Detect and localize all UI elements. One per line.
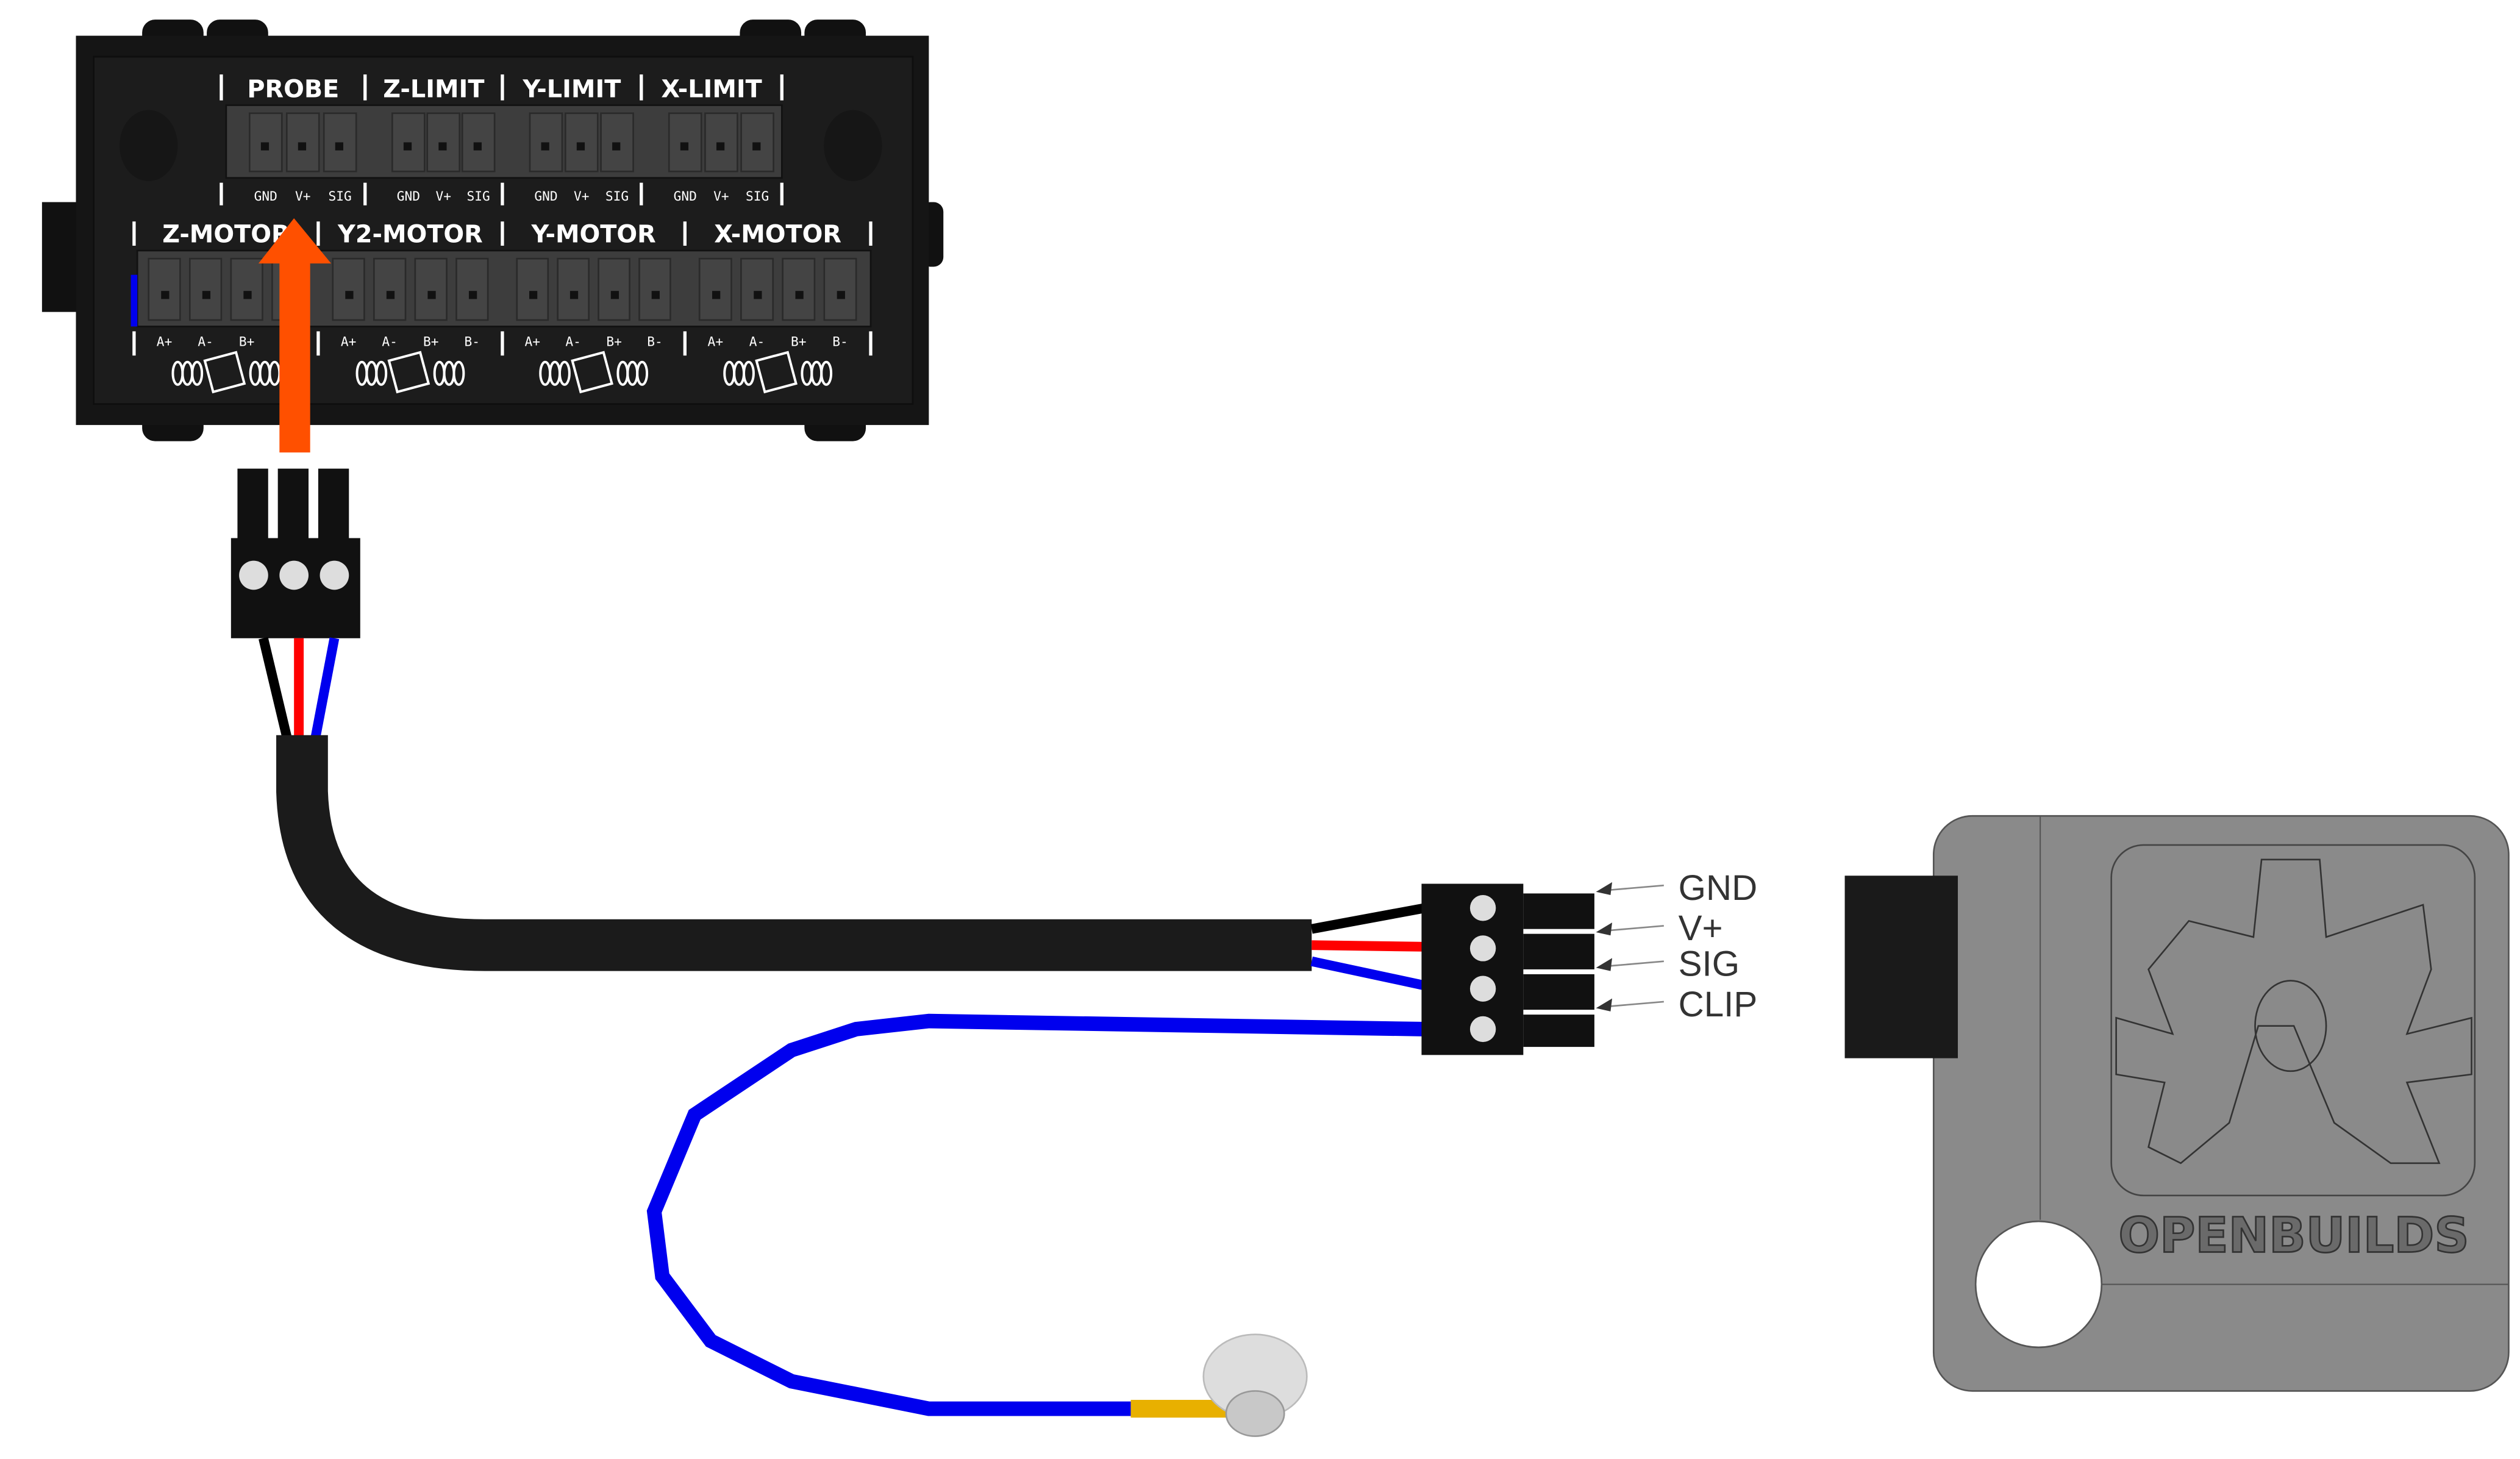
pin-label: SIG — [329, 188, 352, 204]
pin-label: V+ — [574, 188, 590, 204]
pin-label: B+ — [791, 334, 807, 349]
pin-label: B+ — [239, 334, 255, 349]
wires-bottom — [1310, 903, 1426, 991]
pin-label: B- — [832, 334, 848, 349]
pin-label: B+ — [606, 334, 622, 349]
gear-logo-icon — [2115, 858, 2472, 1165]
connector-label-clip: CLIP — [1679, 985, 1758, 1024]
clip-icon — [1202, 1333, 1308, 1437]
pin-label: SIG — [467, 188, 490, 204]
header-y2-motor: Y2-MOTOR — [337, 221, 483, 249]
header-y-motor: Y-MOTOR — [531, 221, 656, 249]
touch-plate: OPENBUILDS — [1844, 815, 2510, 1392]
controller-box: PROBE GND V+ SIG Z-LIMIT GND V+ SIG Y-LIMIT GND V+… — [41, 20, 944, 441]
pin-label: SIG — [605, 188, 629, 204]
connector-label-vplus: V+ — [1679, 908, 1723, 948]
pin-label: A+ — [341, 334, 357, 349]
arrow-indicator-icon — [258, 218, 332, 453]
pin-label: A+ — [708, 334, 724, 349]
pin-label: GND — [674, 188, 697, 204]
pin-label: B- — [647, 334, 663, 349]
stepper-motor-icon — [539, 351, 649, 394]
pin-label: B+ — [423, 334, 439, 349]
probe-cable — [276, 735, 1312, 971]
stepper-motor-icon — [355, 351, 465, 394]
pin-label: A- — [749, 334, 765, 349]
connector-label-gnd: GND — [1679, 868, 1757, 908]
pin-label: A+ — [525, 334, 541, 349]
probe-4pin-connector — [1421, 883, 1594, 1055]
pin-label: A+ — [157, 334, 173, 349]
header-y-limit: Y-LIMIT — [522, 75, 621, 103]
probe-3pin-plug — [230, 468, 360, 638]
pin-label: V+ — [435, 188, 451, 204]
pin-label: V+ — [713, 188, 729, 204]
pin-label: A- — [198, 334, 213, 349]
pin-label: GND — [254, 188, 277, 204]
pin-label: GND — [534, 188, 557, 204]
header-x-motor: X-MOTOR — [714, 221, 841, 249]
header-z-limit: Z-LIMIT — [383, 75, 484, 103]
plate-hole — [1974, 1220, 2103, 1349]
header-z-motor: Z-MOTOR — [162, 221, 290, 249]
pin-label: SIG — [746, 188, 769, 204]
stepper-motor-icon — [171, 351, 281, 394]
clip-wire — [646, 1013, 1425, 1416]
pin-label: A- — [565, 334, 581, 349]
pin-label: GND — [397, 188, 420, 204]
header-x-limit: X-LIMIT — [661, 75, 762, 103]
openbuilds-logo-text: OPENBUILDS — [2119, 1207, 2469, 1264]
wires-top — [259, 637, 340, 741]
connector-label-sig: SIG — [1679, 944, 1740, 984]
pin-label: A- — [382, 334, 398, 349]
header-probe: PROBE — [247, 75, 339, 103]
stepper-motor-icon — [723, 351, 833, 394]
pin-label: B- — [465, 334, 480, 349]
pin-label: V+ — [295, 188, 311, 204]
